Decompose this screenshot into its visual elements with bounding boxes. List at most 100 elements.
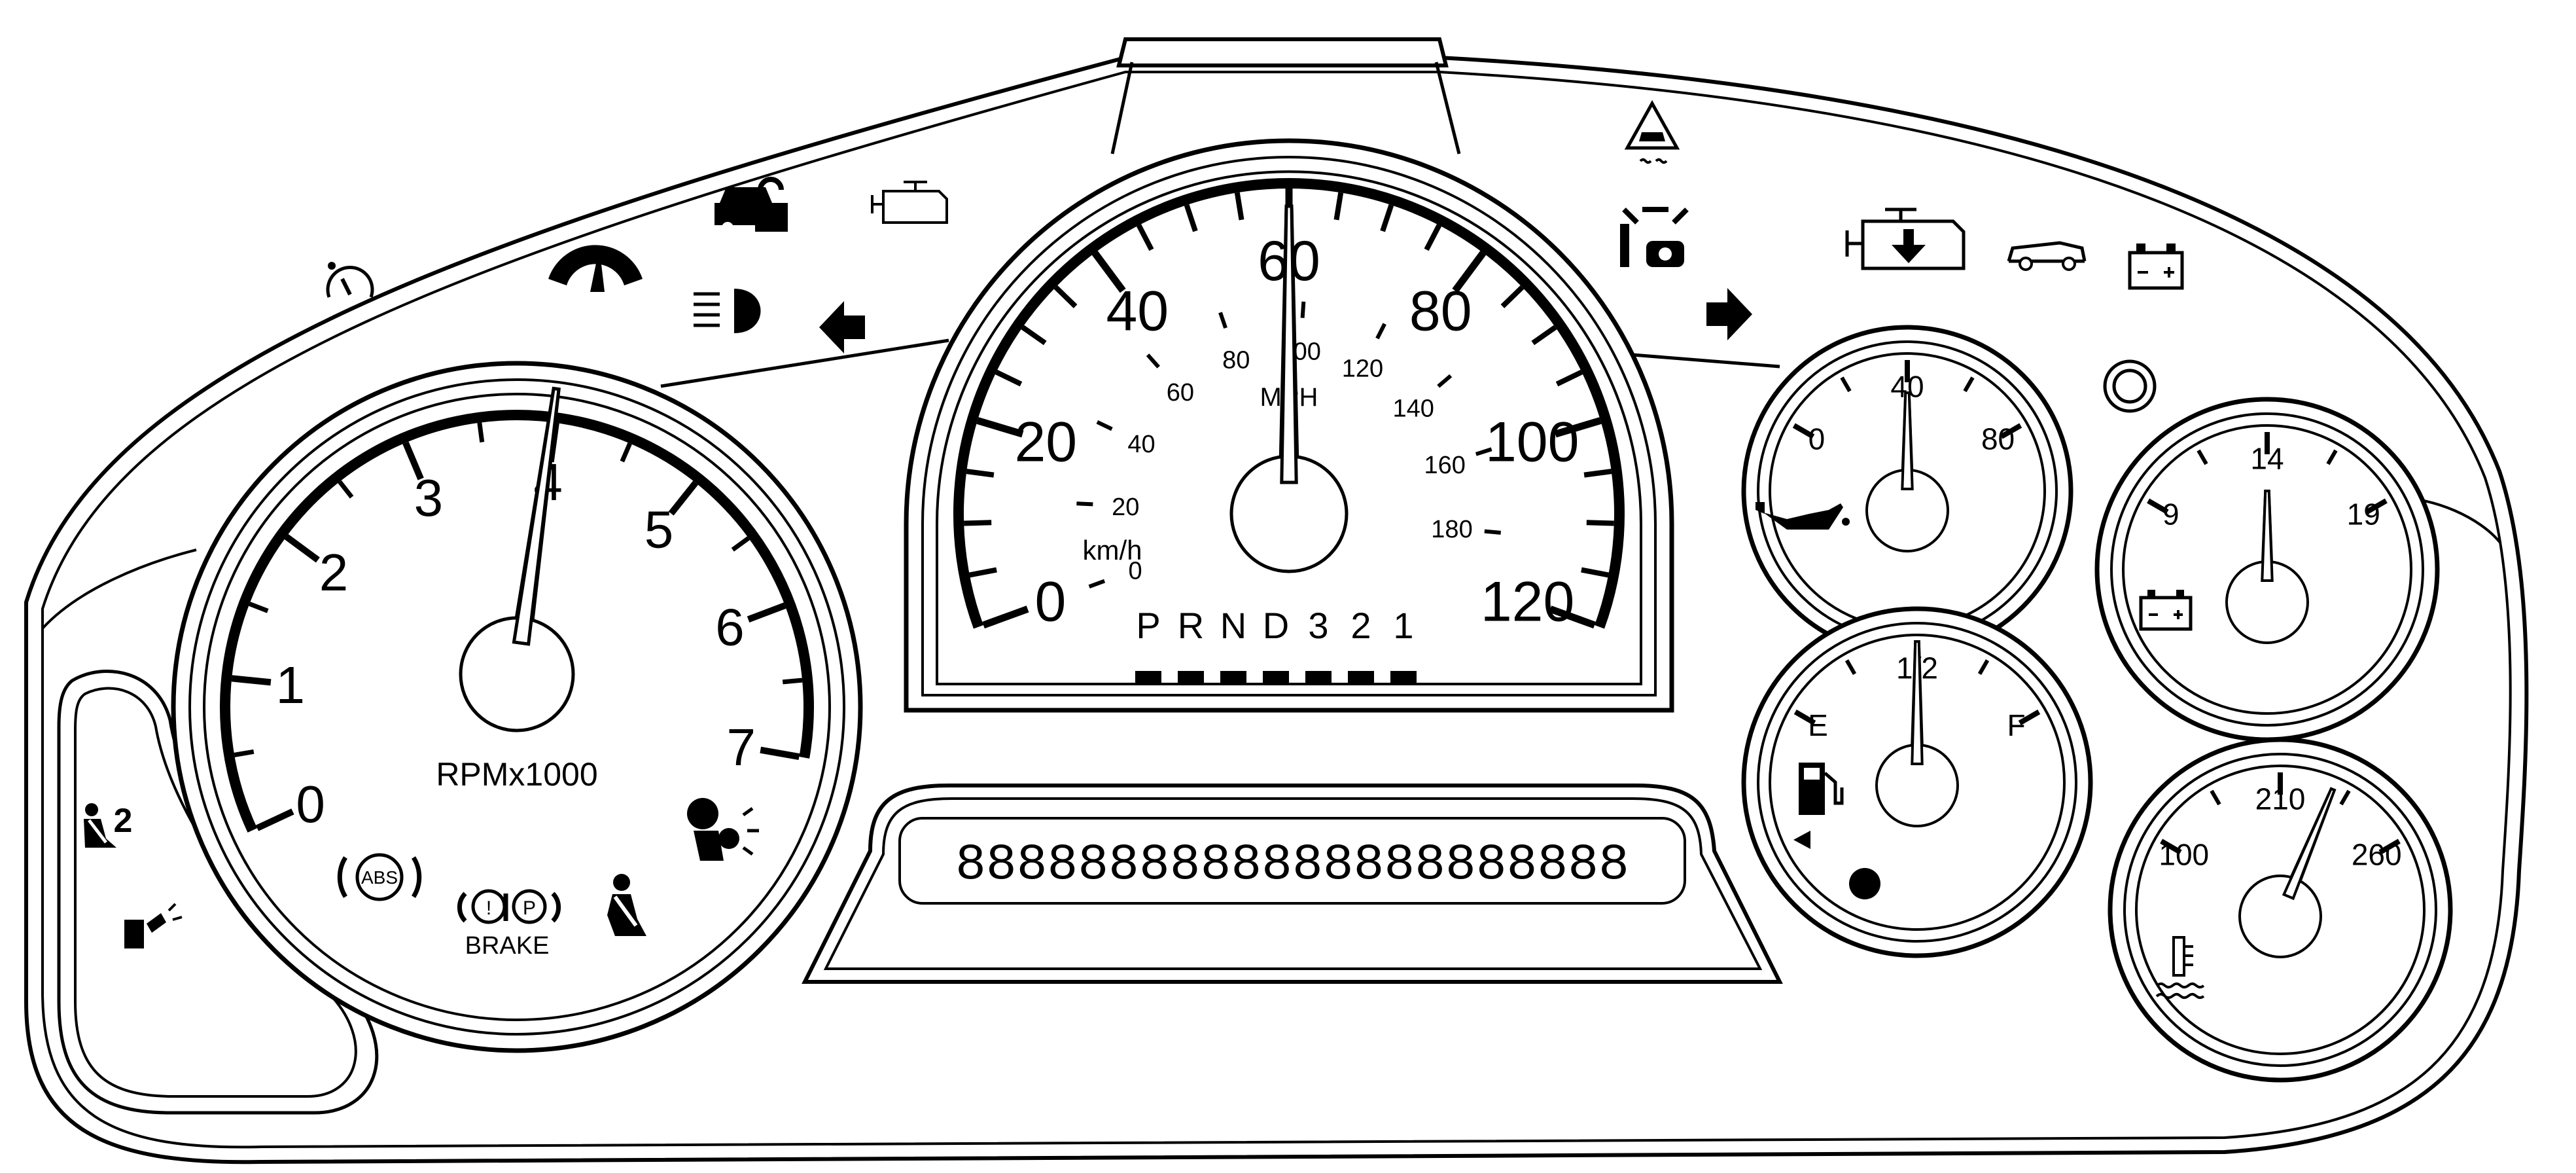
speed-minor-tick — [1333, 192, 1344, 221]
speed-minor-tick — [1380, 204, 1394, 232]
volt-minor-tick — [2197, 449, 2208, 465]
fuel-tick-label: E — [1808, 708, 1828, 742]
indicator-icon — [2103, 359, 2157, 413]
battery-icon — [2128, 244, 2184, 290]
speed-major-tick — [982, 605, 1029, 629]
svg-text:!: ! — [486, 897, 491, 919]
speed-major-tick — [1091, 251, 1126, 293]
parking-brake-icon: ! P BRAKE — [457, 889, 561, 960]
speed-minor-tick — [1531, 325, 1557, 346]
kmh-tick — [1096, 420, 1113, 431]
coolant-minor-tick — [2339, 789, 2351, 806]
oil-major-tick — [2000, 423, 2022, 439]
kmh-tick — [1218, 312, 1227, 329]
volt-tick-label: 9 — [2162, 497, 2179, 532]
speed-minor-tick — [969, 567, 997, 578]
gear-indicator-bar — [1220, 671, 1246, 683]
volt-tick-label: 14 — [2250, 442, 2284, 476]
gear-indicator-bar — [1178, 671, 1204, 683]
coolant-icon — [2155, 936, 2205, 999]
tach-minor-tick — [249, 602, 269, 613]
tach-major-tick — [747, 602, 786, 623]
fuel-gauge: E1/2F — [1741, 606, 2093, 958]
passenger-airbag-icon: 2 — [84, 802, 132, 848]
gear-letter: 2 — [1350, 605, 1371, 646]
kmh-tick — [1088, 579, 1106, 588]
service-icon — [1620, 207, 1689, 267]
door-ajar-icon — [2007, 241, 2087, 271]
coolant-tick-label: 210 — [2255, 782, 2306, 816]
tach-tick-label: 0 — [296, 775, 325, 833]
turn-right-icon — [1706, 288, 1752, 340]
tach-minor-tick — [338, 480, 354, 499]
traction-icon — [1624, 99, 1680, 164]
tach-tick-label: 7 — [726, 718, 756, 776]
odometer-text: 8888888888888888888888 — [955, 837, 1629, 894]
speed-minor-tick — [1136, 224, 1154, 251]
kmh-tick-label: 120 — [1342, 355, 1383, 383]
gear-indicator-bar — [1305, 671, 1332, 683]
turn-left-icon — [819, 301, 865, 353]
kmh-tick-label: 60 — [1167, 379, 1194, 406]
speed-minor-tick — [995, 369, 1023, 387]
speed-minor-tick — [1021, 325, 1047, 346]
mph-tick-label: 20 — [1014, 411, 1077, 474]
oil-minor-tick — [1840, 376, 1852, 393]
fuel-major-tick — [2018, 710, 2041, 725]
kmh-tick-label: 140 — [1392, 395, 1434, 423]
tach-minor-tick — [731, 536, 750, 552]
kmh-tick-label: 0 — [1129, 558, 1142, 585]
security-icon — [715, 177, 788, 234]
volt-major-tick — [2147, 498, 2169, 514]
volt-battery-icon — [2139, 590, 2193, 631]
tach-tick-label: 2 — [319, 543, 349, 602]
speed-minor-tick — [966, 469, 995, 478]
tach-major-tick — [231, 675, 272, 686]
tach-major-tick — [284, 533, 320, 563]
coolant-major-tick — [2160, 839, 2182, 855]
oil-can-icon — [1756, 502, 1850, 530]
gear-indicator-bar — [1348, 671, 1374, 683]
oil-tick-label: 80 — [1981, 422, 2015, 456]
volt-minor-tick — [2326, 449, 2338, 465]
abs-icon: ABS — [337, 853, 422, 901]
gear-letter: 3 — [1308, 605, 1328, 646]
speed-minor-tick — [1583, 469, 1612, 478]
tach-tick-label: 1 — [275, 656, 305, 714]
tach-tick-label: 6 — [715, 598, 745, 657]
tach-minor-tick — [620, 442, 632, 463]
fuel-minor-tick — [1844, 659, 1857, 676]
mph-tick-label: 120 — [1481, 571, 1575, 634]
gear-letter: R — [1178, 605, 1204, 646]
mph-tick-label: 0 — [1034, 571, 1066, 634]
volt-major-tick — [2365, 498, 2388, 514]
kmh-tick — [1300, 301, 1306, 318]
airbag-icon — [687, 798, 759, 861]
speed-minor-tick — [1586, 520, 1614, 526]
oil-major-tick — [1792, 423, 1815, 439]
oil-minor-tick — [1963, 376, 1975, 393]
fuel-economy-icon — [548, 245, 643, 292]
kmh-tick-label: 40 — [1127, 431, 1155, 458]
gear-indicator-bar — [1135, 671, 1161, 683]
fuel-major-tick — [1793, 710, 1816, 725]
tach-major-tick — [255, 808, 294, 831]
kmh-tick — [1076, 501, 1093, 507]
fuel-minor-tick — [1977, 659, 1990, 676]
kmh-tick — [1484, 529, 1501, 535]
speed-minor-tick — [964, 520, 992, 526]
service-engine-icon — [1845, 208, 1966, 270]
kmh-tick-label: 160 — [1424, 452, 1465, 479]
coolant-minor-tick — [2210, 789, 2221, 806]
tach-label: RPMx1000 — [436, 756, 597, 793]
voltmeter-gauge: 9 14 19 — [2094, 397, 2440, 742]
kmh-tick-label: 180 — [1431, 516, 1472, 543]
speed-minor-tick — [1500, 285, 1525, 308]
gear-letter: N — [1220, 605, 1246, 646]
volt-tick-label: 19 — [2347, 497, 2380, 532]
passenger-airbag-label: 2 — [114, 802, 133, 840]
oil-tick-label: 0 — [1808, 422, 1826, 456]
